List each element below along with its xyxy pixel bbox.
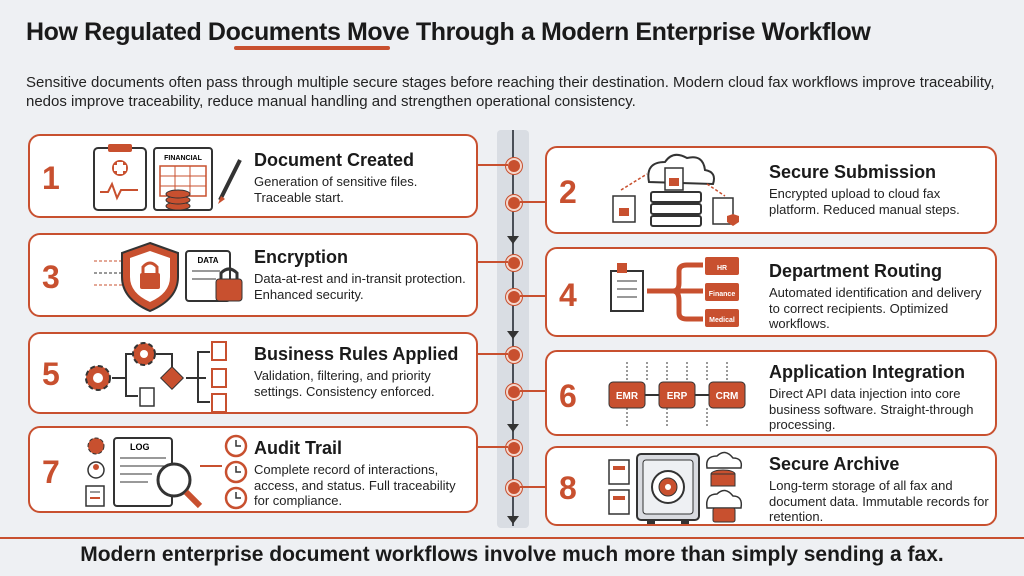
intro-text: Sensitive documents often pass through m… [26,74,995,110]
step-title: Application Integration [769,362,965,382]
step-description: Long-term storage of all fax and documen… [769,478,989,524]
timeline-line [512,130,514,526]
title-underline [234,46,390,50]
step-description: Data-at-rest and in-transit protection. … [254,271,466,302]
connector [476,261,508,263]
vault-icon [607,450,747,531]
audit-log-icon: LOG [82,432,254,517]
step-title: Secure Submission [769,162,937,182]
step-title: Business Rules Applied [254,344,459,364]
erp-label: ERP [667,391,688,402]
step-card-1: 1 FINANCIAL Document Created Generation … [28,134,478,218]
timeline-node [506,440,522,456]
connector [520,295,546,297]
step-number: 3 [42,259,60,295]
step-description: Complete record of interactions, access,… [254,462,456,508]
step-number: 1 [42,160,60,196]
page-title: How Regulated Documents Move Through a M… [26,18,871,46]
step-number: 5 [42,356,60,392]
log-label: LOG [130,442,150,452]
shield-lock-icon: DATA [90,239,260,320]
connector [476,446,508,448]
connector [476,164,508,166]
timeline-node [506,158,522,174]
api-integration-icon: EMR ERP CRM [607,356,747,437]
finance-label: Finance [709,291,736,298]
timeline-node [506,195,522,211]
step-card-4: 4 HR Finance Medical Department Routing … [545,247,997,337]
timeline-arrow [507,424,519,432]
footer-divider [0,537,1024,539]
timeline-arrow [507,331,519,339]
timeline-arrow [507,516,519,524]
timeline-node [506,384,522,400]
medical-label: Medical [709,317,735,324]
gear-rules-icon [82,338,254,417]
step-description: Generation of sensitive files. Traceable… [254,174,418,205]
timeline-node [506,347,522,363]
step-description: Automated identification and delivery to… [769,285,982,331]
step-title: Encryption [254,247,349,267]
data-label: DATA [197,256,218,265]
connector [520,390,546,392]
hr-label: HR [717,265,727,272]
financial-label: FINANCIAL [164,155,202,162]
connector [476,353,508,355]
step-card-8: 8 Secure Archive Long-term storage of al… [545,446,997,526]
footer-text: Modern enterprise document workflows inv… [80,543,944,566]
step-number: 6 [559,378,577,414]
step-card-2: 2 Secure Submission Encrypted upload to … [545,146,997,234]
timeline-node [506,255,522,271]
step-card-6: 6 EMR ERP CRM Application Integration Di… [545,350,997,436]
cloud-upload-icon [607,150,747,237]
timeline-arrow [507,236,519,244]
emr-label: EMR [616,391,639,402]
step-title: Secure Archive [769,454,900,474]
step-card-3: 3 DATA Encryption Data-at-rest and in-tr… [28,233,478,317]
document-icon: FINANCIAL [90,142,260,219]
step-description: Encrypted upload to cloud fax platform. … [769,186,960,217]
step-number: 2 [559,174,577,210]
step-card-5: 5 Business Rules Applied Validation, fil… [28,332,478,414]
step-description: Validation, filtering, and priority sett… [254,368,435,399]
connector [520,486,546,488]
step-description: Direct API data injection into core busi… [769,386,974,432]
timeline-node [506,480,522,496]
step-number: 4 [559,277,577,313]
routing-icon: HR Finance Medical [607,253,747,340]
step-number: 7 [42,454,60,490]
step-title: Department Routing [769,261,942,281]
step-number: 8 [559,470,577,506]
connector [520,201,546,203]
step-title: Document Created [254,150,415,170]
step-title: Audit Trail [254,438,343,458]
timeline-node [506,289,522,305]
crm-label: CRM [716,391,739,402]
step-card-7: 7 LOG Audit Trail Complete record of int… [28,426,478,513]
